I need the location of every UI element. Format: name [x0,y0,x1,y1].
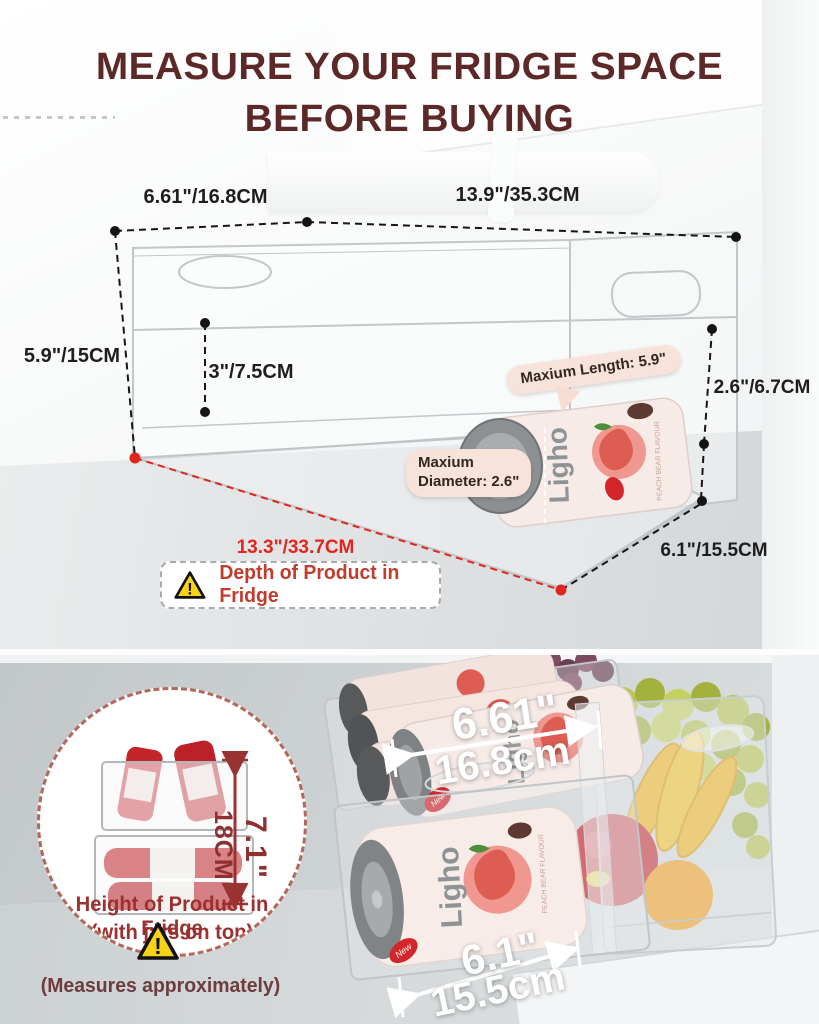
label-right-height: 2.6"/6.7CM [713,377,811,398]
page-title-line2: BEFORE BUYING [244,98,575,140]
peach-leaf [593,423,612,431]
dimension-lines [114,221,737,591]
inset-bottom-bin-cans [104,848,242,910]
svg-text:!: ! [187,580,193,599]
fridge-scene-bottom: Ligho New [0,655,819,1024]
inset-caption-line2: (with jars on top) [90,921,254,944]
label-top-depth: 13.9"/35.3CM [455,184,580,206]
warning-icon: ! [174,571,206,599]
page-title-line1: MEASURE YOUR FRIDGE SPACE [95,46,724,88]
svg-text:PEACH BEAR FLAVOUR: PEACH BEAR FLAVOUR [538,834,549,914]
measures-note: (Measures approximately) [40,975,281,997]
red-depth-line [134,457,562,591]
label-bottom-depth-red: 13.3"/33.7CM [236,537,355,558]
inset-bottom-bin [94,835,254,915]
max-diameter-line1: Maxium [418,454,474,471]
depth-warning-box: ! Depth of Product in Fridge [160,561,441,609]
front-can-tier2: Ligho PEACH BEAR FLAVOUR New [350,806,588,968]
stacked-bins-illustration [94,740,254,915]
warning-icon: ! [137,922,179,960]
pack-count-badge [604,477,624,501]
can-brand-text: Ligho [541,427,575,504]
height-inset-circle: 7.1" 18CM Height of Product in Fridge (w… [37,687,307,957]
handle-cutout-side [610,270,702,318]
svg-text:!: ! [154,933,162,959]
depth-warning-text: Depth of Product in Fridge [219,562,400,607]
inset-height-inches: 7.1" [239,816,272,880]
max-diameter-bubble: Maxium Diameter: 2.6" [406,449,532,497]
can-bin-tier2: Ligho PEACH BEAR FLAVOUR New [333,774,651,981]
dimension-dots [110,217,741,596]
width-arrow [381,715,598,775]
fridge-scene-top: MEASURE YOUR FRIDGE SPACE BEFORE BUYING [0,0,819,655]
inset-height-cm: 18CM [209,810,237,881]
label-tier-height: 3"/7.5CM [208,361,294,383]
fruit-bin-handle [680,724,755,753]
glass-shelf [268,152,660,212]
can-flavor-text: PEACH BEAR FLAVOUR [654,421,664,501]
orange [643,860,713,930]
shelf-edge-highlight [0,655,819,663]
max-diameter-line2: Diameter: 2.6" [418,472,520,490]
organizer-photo-scene: Ligho New [323,655,777,1018]
handle-cutout-front [178,255,272,289]
fridge-wall-dots [3,116,115,119]
svg-text:Ligho: Ligho [432,846,469,929]
label-left-height: 5.9"/15CM [23,345,121,367]
white-dimension-arrows [381,710,603,1018]
depth-arrow [386,941,580,1018]
soda-can: Ligho PEACH BEAR FLAVOUR [487,397,693,528]
fridge-right-wall [762,0,819,655]
label-bottom-width: 6.1"/15.5CM [660,540,768,561]
height-arrow [221,751,249,910]
label-top-width: 6.61"/16.8CM [143,186,268,208]
section-divider [0,649,819,655]
dark-blob [627,402,654,420]
